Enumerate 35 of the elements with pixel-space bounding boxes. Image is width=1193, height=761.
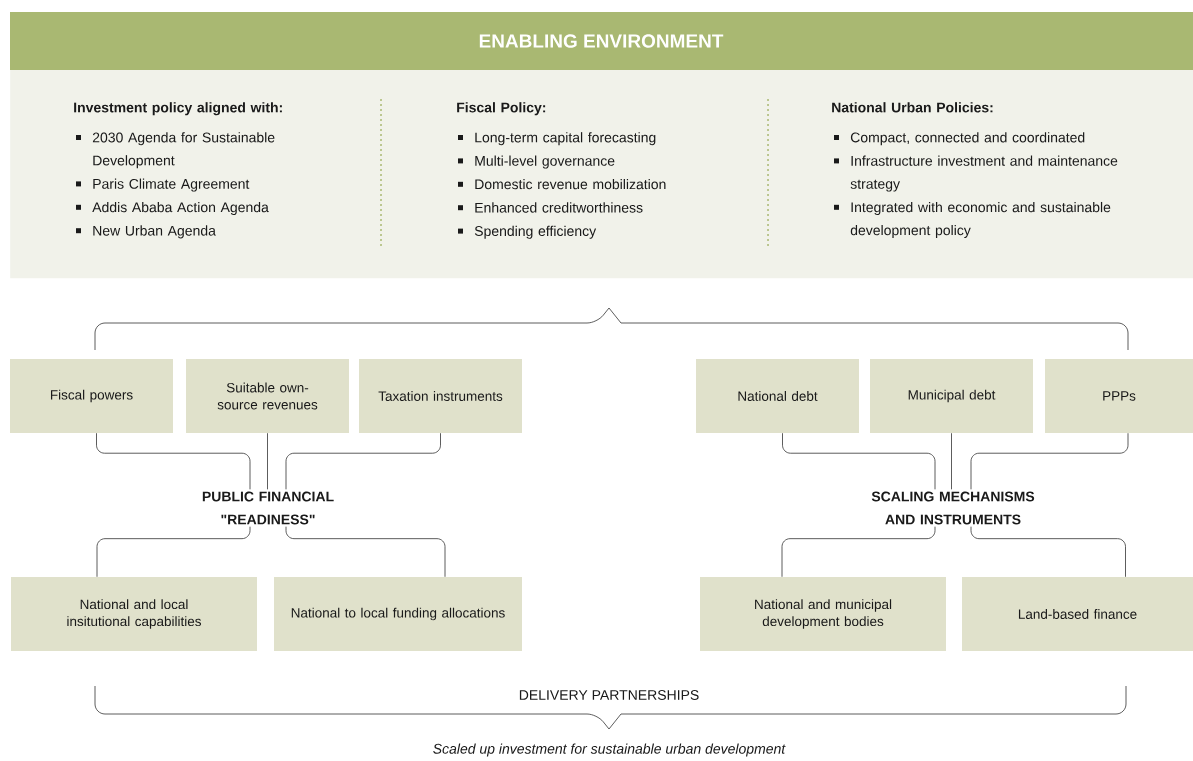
bullet-item: Multi-level governance <box>458 155 615 169</box>
column-heading: Investment policy aligned with: <box>74 102 282 116</box>
bullet-item: Paris Climate Agreement <box>76 178 250 192</box>
text-box: National and local insitutional capabilities <box>11 577 257 651</box>
text-box: National to local funding allocations <box>274 577 522 651</box>
connector <box>782 432 936 490</box>
bullet-item: Integrated with economic and sustainable development policy <box>834 201 1111 238</box>
connector <box>970 432 1129 490</box>
bullet-item: 2030 Agenda for Sustainable Development <box>76 132 275 169</box>
text-box: Fiscal powers <box>10 359 173 433</box>
text-box: Municipal debt <box>870 359 1033 433</box>
bullet-item: Compact, connected and coordinated <box>834 132 1085 146</box>
text-box: Taxation instruments <box>359 359 522 433</box>
connector <box>951 432 952 490</box>
bullet-item: Addis Ababa Action Agenda <box>76 201 269 215</box>
bullet-item: New Urban Agenda <box>76 225 216 239</box>
group-heading: SCALING MECHANISMS AND INSTRUMENTS <box>871 491 1035 525</box>
text-box: Suitable own-source revenues <box>186 359 349 433</box>
column-heading: National Urban Policies: <box>832 102 993 113</box>
text-box: National debt <box>696 359 859 433</box>
bracket-label: DELIVERY PARTNERSHIPS <box>516 688 702 702</box>
text-box: Land-based finance <box>962 577 1193 651</box>
bullet-item: Enhanced creditworthiness <box>458 202 643 213</box>
connector <box>285 432 441 490</box>
bullet-item: Domestic revenue mobilization <box>458 178 666 190</box>
text-box: PPPs <box>1045 359 1193 433</box>
bullet-item: Long-term capital forecasting <box>458 132 656 146</box>
group-heading: PUBLIC FINANCIAL "READINESS" <box>202 491 334 525</box>
connector <box>267 432 268 490</box>
column-heading: Fiscal Policy: <box>457 102 546 116</box>
caption: Scaled up investment for sustainable urban development <box>433 743 786 757</box>
bullet-item: Infrastructure investment and maintenance strategy <box>834 155 1118 192</box>
bullet-item: Spending efficiency <box>458 225 597 239</box>
text-box: National and municipal development bodies <box>700 577 946 651</box>
connector <box>96 432 251 490</box>
